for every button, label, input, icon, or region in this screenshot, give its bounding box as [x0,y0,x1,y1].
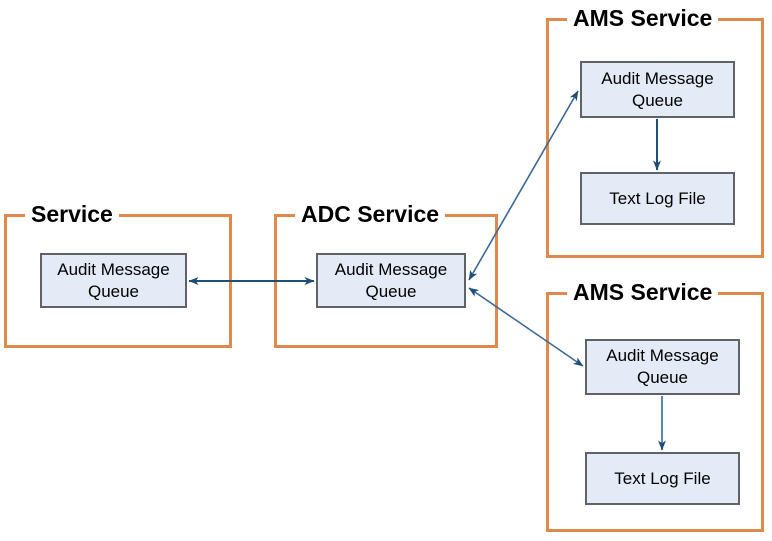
node-label: Text Log File [609,188,706,208]
node-label: Audit Message Queue [334,259,448,301]
node-ams-bottom-audit-message-queue[interactable]: Audit Message Queue [585,339,740,395]
node-label: Audit Message Queue [601,68,714,110]
node-adc-audit-message-queue[interactable]: Audit Message Queue [316,253,466,308]
container-ams-service-top[interactable]: AMS Service [546,4,764,258]
container-service[interactable]: Service [4,200,232,348]
node-label: Audit Message Queue [57,259,170,301]
container-title-adc-service: ADC Service [295,200,446,228]
container-ams-service-bottom[interactable]: AMS Service [546,278,764,532]
node-ams-top-audit-message-queue[interactable]: Audit Message Queue [580,61,735,118]
node-label: Audit Message Queue [606,346,719,387]
container-title-service: Service [25,200,119,228]
container-title-ams-service-bottom: AMS Service [567,278,719,306]
node-ams-bottom-text-log-file[interactable]: Text Log File [585,452,740,505]
node-service-audit-message-queue[interactable]: Audit Message Queue [40,253,187,308]
node-ams-top-text-log-file[interactable]: Text Log File [580,172,735,225]
node-label: Text Log File [614,468,711,488]
container-title-ams-service-top: AMS Service [567,4,719,32]
